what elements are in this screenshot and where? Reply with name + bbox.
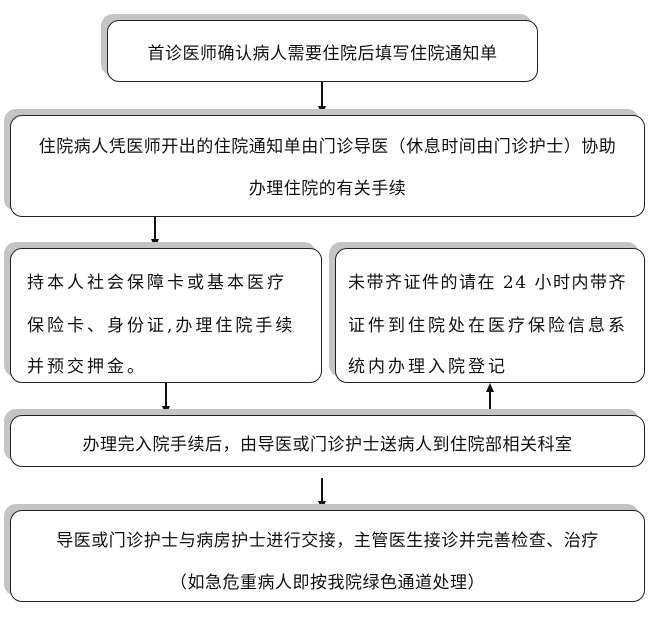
step-3-text-line-3: 并预交押金。 [27, 357, 147, 377]
step-2-box: 住院病人凭医师开出的住院通知单由门诊导医（休息时间由门诊护士）协助 办理住院的有… [10, 115, 645, 217]
arrow-head [318, 501, 326, 510]
arrow-1-2 [321, 82, 323, 107]
step-2-text-line-2: 办理住院的有关手续 [248, 179, 407, 199]
arrow-5-6 [321, 478, 323, 502]
step-1-box: 首诊医师确认病人需要住院后填写住院通知单 [107, 20, 538, 82]
arrow-head [318, 106, 326, 115]
arrow-3-5 [165, 383, 167, 407]
arrow-head [486, 383, 494, 392]
step-5-box: 办理完入院手续后，由导医或门诊护士送病人到住院部相关科室 [10, 415, 645, 467]
arrow-head [162, 406, 170, 415]
step-4-box: 未带齐证件的请在 24 小时内带齐 证件到住院处在医疗保险信息系 统内办理入院登… [335, 248, 645, 383]
step-3-box: 持本人社会保障卡或基本医疗 保险卡、身份证,办理住院手续 并预交押金。 [10, 248, 322, 383]
step-1-text: 首诊医师确认病人需要住院后填写住院通知单 [147, 44, 498, 64]
step-3-text-line-2: 保险卡、身份证,办理住院手续 [27, 316, 296, 336]
arrow-2-3 [154, 217, 156, 240]
step-6-text-line-2: （如急危重病人即按我院绿色通道处理） [170, 573, 485, 593]
step-6-box: 导医或门诊护士与病房护士进行交接，主管医生接诊并完善检查、治疗 （如急危重病人即… [10, 510, 645, 602]
arrow-5-4 [489, 390, 491, 415]
step-5-text: 办理完入院手续后，由导医或门诊护士送病人到住院部相关科室 [82, 435, 573, 455]
step-6-text-line-1: 导医或门诊护士与病房护士进行交接，主管医生接诊并完善检查、治疗 [56, 531, 599, 551]
step-4-text-line-1: 未带齐证件的请在 24 小时内带齐 [348, 273, 627, 293]
arrow-head [151, 239, 159, 248]
step-3-text-line-1: 持本人社会保障卡或基本医疗 [27, 273, 287, 293]
step-4-text-line-3: 统内办理入院登记 [348, 357, 508, 377]
step-2-text-line-1: 住院病人凭医师开出的住院通知单由门诊导医（休息时间由门诊护士）协助 [38, 137, 617, 157]
step-4-text-line-2: 证件到住院处在医疗保险信息系 [348, 316, 628, 336]
